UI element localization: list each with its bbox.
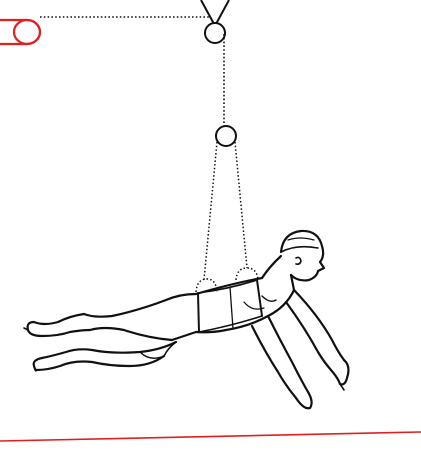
swimmer-figure xyxy=(23,229,350,410)
red-cylinder xyxy=(0,18,42,46)
harness-straps xyxy=(195,141,259,293)
pulley-hook xyxy=(200,0,230,25)
pulley-wheel xyxy=(204,22,226,44)
free-pulley xyxy=(215,125,237,147)
floor-line xyxy=(0,431,421,442)
harness-belt xyxy=(197,292,200,333)
swimmer-head xyxy=(279,229,326,282)
